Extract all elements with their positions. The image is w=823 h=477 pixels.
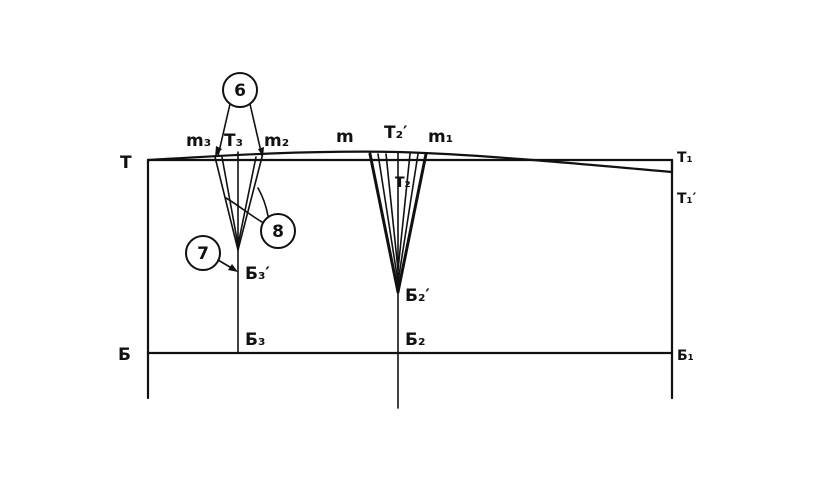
label-B3: Б₃ — [245, 330, 265, 350]
callout-7-circle — [185, 235, 221, 271]
label-m1: m₁ — [428, 127, 453, 147]
dart3-right-leg — [237, 156, 263, 251]
label-m: m — [336, 127, 354, 147]
callout-6-leader-right — [249, 103, 263, 157]
label-T2prime: T₂′ — [384, 123, 408, 143]
dart2-right-inner — [397, 153, 411, 271]
label-m3: m₃ — [186, 131, 211, 151]
dart2-right-mid — [397, 153, 419, 283]
label-B: Б — [118, 345, 131, 365]
callout-6-leader-left — [217, 103, 231, 157]
label-T3: T₃ — [224, 131, 243, 151]
label-T2: T₂ — [395, 175, 411, 191]
dart2-left-inner — [385, 153, 399, 271]
dart3-left-leg — [214, 156, 239, 251]
callout-8-leader-b — [257, 187, 269, 217]
dart2-left-mid — [377, 153, 399, 283]
label-B2prime: Б₂′ — [405, 286, 430, 306]
waist-curve — [146, 150, 674, 174]
callout-8-number: 8 — [272, 222, 284, 242]
callout-8-circle — [260, 213, 296, 249]
label-m2: m₂ — [264, 131, 289, 151]
label-T: T — [120, 153, 132, 173]
dart2-right-leg — [396, 152, 428, 294]
label-T1: T₁ — [677, 150, 693, 166]
callout-7-number: 7 — [197, 244, 209, 264]
arrowhead-6-left — [215, 146, 222, 157]
label-B1: Б₁ — [677, 348, 694, 364]
arrowhead-7 — [228, 264, 238, 272]
dart3-right-inner — [237, 156, 257, 246]
callout-8-leader-a — [225, 197, 263, 223]
label-B3prime: Б₃′ — [245, 264, 270, 284]
label-T1prime: T₁′ — [677, 191, 697, 207]
callout-6-circle — [222, 72, 258, 108]
arrowhead-6-right — [258, 147, 264, 157]
dart2-left-leg — [368, 152, 400, 294]
callout-6-number: 6 — [234, 81, 246, 101]
label-B2: Б₂ — [405, 330, 425, 350]
